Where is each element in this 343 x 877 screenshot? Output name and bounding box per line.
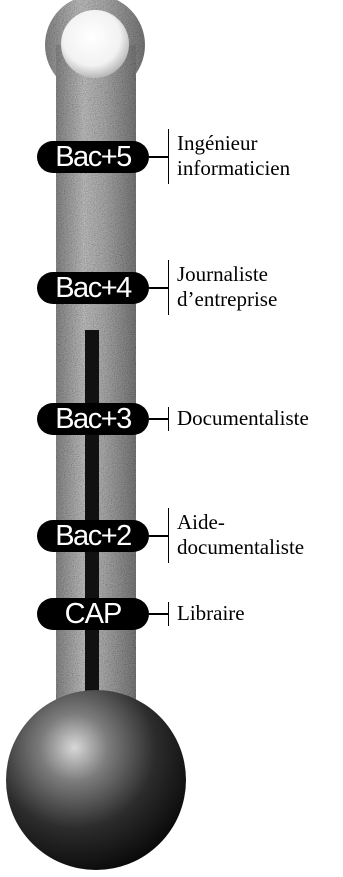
label-bracket (168, 508, 169, 563)
level-bac3: Bac+3 Documentaliste (0, 379, 343, 459)
job-label-line: Aide- (177, 510, 225, 534)
label-bracket (168, 602, 169, 626)
job-label: Documentaliste (177, 406, 309, 431)
level-cap: CAP Libraire (0, 574, 343, 654)
degree-badge: Bac+3 (37, 403, 149, 435)
job-label-line: d’entreprise (177, 287, 278, 311)
thermometer-bulb (6, 690, 186, 870)
job-label-line: Libraire (177, 601, 245, 625)
degree-badge: Bac+4 (37, 272, 149, 304)
connector-line (149, 535, 169, 537)
level-bac5: Bac+5 Ingénieur informaticien (0, 117, 343, 197)
label-bracket (168, 407, 169, 431)
job-label: Journaliste d’entreprise (177, 262, 277, 312)
degree-badge: Bac+5 (37, 141, 149, 173)
label-bracket (168, 129, 169, 184)
connector-line (149, 156, 169, 158)
degree-badge: CAP (37, 598, 149, 630)
job-label: Aide- documentaliste (177, 510, 304, 560)
label-bracket (168, 260, 169, 315)
connector-line (149, 613, 169, 615)
job-label: Libraire (177, 601, 245, 626)
level-bac4: Bac+4 Journaliste d’entreprise (0, 248, 343, 328)
job-label-line: Journaliste (177, 262, 268, 286)
job-label-line: documentaliste (177, 535, 305, 559)
job-label: Ingénieur informaticien (177, 131, 290, 181)
level-bac2: Bac+2 Aide- documentaliste (0, 496, 343, 576)
job-label-line: informaticien (177, 156, 291, 180)
degree-badge: Bac+2 (37, 520, 149, 552)
job-label-line: Documentaliste (177, 406, 309, 430)
job-label-line: Ingénieur (177, 131, 258, 155)
connector-line (149, 287, 169, 289)
connector-line (149, 418, 169, 420)
thermometer-top-cap (61, 10, 129, 78)
